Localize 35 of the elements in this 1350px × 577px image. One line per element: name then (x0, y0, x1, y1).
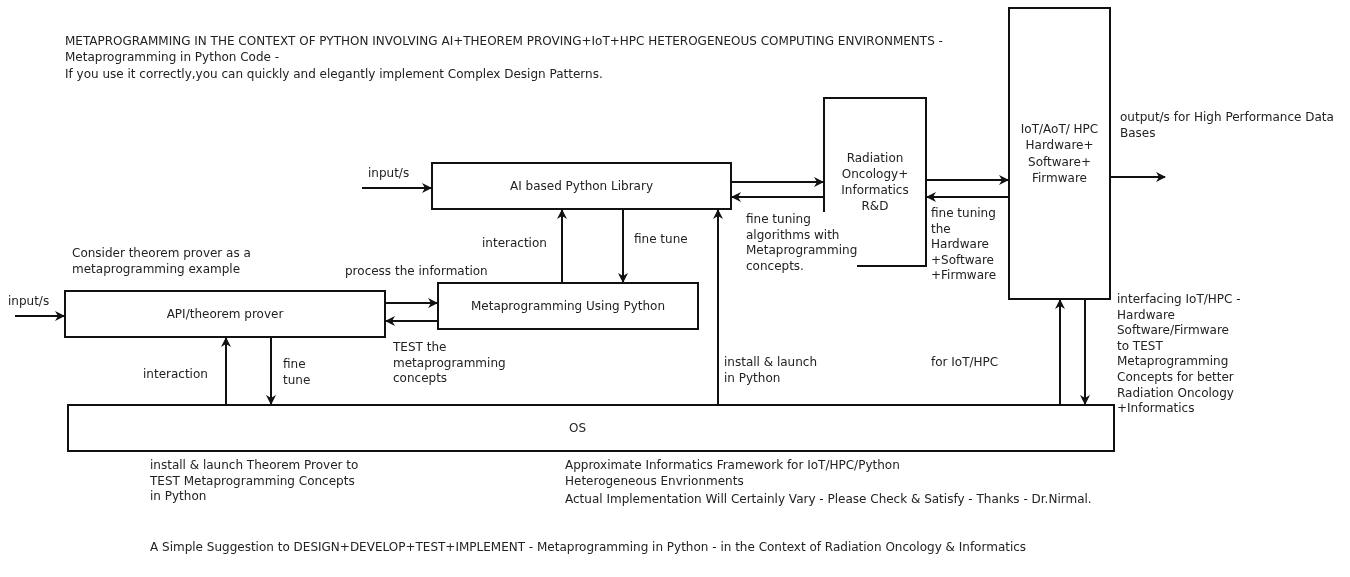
arrow (618, 209, 628, 283)
arrow (731, 192, 824, 202)
note-text: install & launch Theorem Prover to TEST Metaprogramming Concepts in Python (150, 458, 360, 505)
process-box: OS (67, 404, 1115, 452)
diagram-caption: A Simple Suggestion to DESIGN+DEVELOP+TEST+IMPLEMENT - Metaprogramming in Python - in the Context of Radiation Oncology & Informatics (150, 540, 1028, 556)
process-box: API/theorem prover (64, 290, 386, 338)
process-box: Metaprogramming Using Python (437, 282, 699, 330)
arrow (361, 183, 432, 193)
note-text: If you use it correctly,you can quickly and elegantly implement Complex Design Patterns. (65, 67, 604, 83)
arrow (14, 311, 65, 321)
arrow (221, 337, 231, 405)
note-text: Actual Implementation Will Certainly Vary - Please Check & Satisfy - Thanks - Dr.Nirmal. (565, 492, 1093, 508)
arrow (1080, 299, 1090, 405)
edge-label: input/s (8, 294, 50, 310)
note-text: for IoT/HPC (931, 355, 999, 371)
arrow (1055, 299, 1065, 405)
arrow (557, 209, 567, 283)
arrow (266, 337, 276, 405)
edge-label: fine tuning algorithms with Metaprogramming concepts. (746, 212, 858, 275)
arrow (926, 192, 1009, 202)
process-box: IoT/AoT/ HPC Hardware+ Software+ Firmware (1008, 7, 1111, 300)
arrow (926, 175, 1009, 185)
edge-label: input/s (368, 166, 410, 182)
arrow (713, 209, 723, 405)
arrow (385, 316, 438, 326)
process-box: AI based Python Library (431, 162, 732, 210)
arrow (1110, 172, 1166, 182)
note-text: interfacing IoT/HPC - Hardware Software/Firmware to TEST Metaprogramming Concepts for better Radiation Oncology +Informatics (1117, 292, 1242, 417)
edge-label: process the information (345, 264, 488, 280)
node-note: Consider theorem prover as a metaprogramming example (72, 246, 252, 278)
note-text: Approximate Informatics Framework for IoT/HPC/Python Heterogeneous Envrionments (565, 458, 901, 490)
arrow (731, 177, 824, 187)
edge-label: TEST the metaprogramming concepts (393, 340, 506, 387)
diagram-title: METAPROGRAMMING IN THE CONTEXT OF PYTHON INVOLVING AI+THEOREM PROVING+IoT+HPC HETEROGENEOUS COMPUTING ENVIRONMENTS - Metaprogramming in Python Code - (65, 34, 944, 66)
arrow (385, 298, 438, 308)
